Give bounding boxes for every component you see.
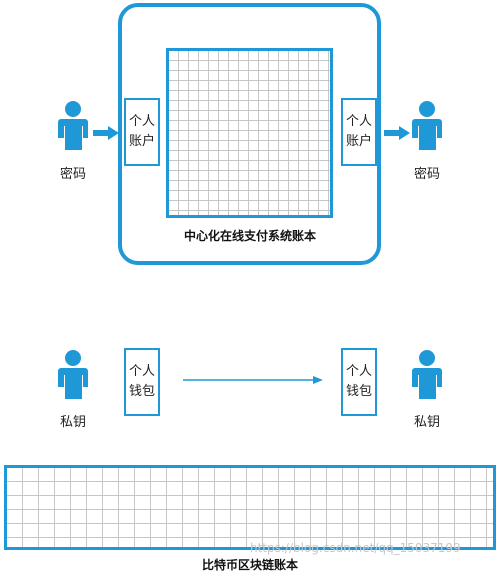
blockchain-ledger-grid <box>4 465 496 550</box>
watermark: https://blog.csdn.net/qq_15037199 <box>250 541 461 555</box>
left-account-line1: 个人 <box>128 114 155 129</box>
person-icon <box>58 100 88 150</box>
left-account-line2: 账户 <box>128 134 155 149</box>
right-wallet-line1: 个人 <box>345 364 372 379</box>
right-account-line1: 个人 <box>345 114 372 129</box>
central-ledger-title: 中心化在线支付系统账本 <box>183 229 316 243</box>
left-wallet-line2: 钱包 <box>128 384 155 399</box>
person-icon <box>412 100 442 150</box>
left-private-key-caption: 私钥 <box>59 415 86 430</box>
person-icon <box>412 349 442 399</box>
right-account-line2: 账户 <box>345 134 372 149</box>
central-system-frame <box>118 3 381 265</box>
left-password-caption: 密码 <box>59 167 86 182</box>
right-personal-wallet-box: 个人 钱包 <box>341 348 377 416</box>
arrow-right-icon <box>183 376 323 384</box>
left-personal-wallet-box: 个人 钱包 <box>124 348 160 416</box>
blockchain-ledger-title: 比特币区块链账本 <box>201 558 298 572</box>
arrow-right-icon <box>93 126 119 140</box>
right-password-caption: 密码 <box>413 167 440 182</box>
left-wallet-line1: 个人 <box>128 364 155 379</box>
central-ledger-grid <box>166 48 333 218</box>
right-private-key-caption: 私钥 <box>413 415 440 430</box>
arrow-right-icon <box>384 126 410 140</box>
right-wallet-line2: 钱包 <box>345 384 372 399</box>
left-personal-account-box: 个人 账户 <box>124 98 160 166</box>
right-personal-account-box: 个人 账户 <box>341 98 377 166</box>
person-icon <box>58 349 88 399</box>
